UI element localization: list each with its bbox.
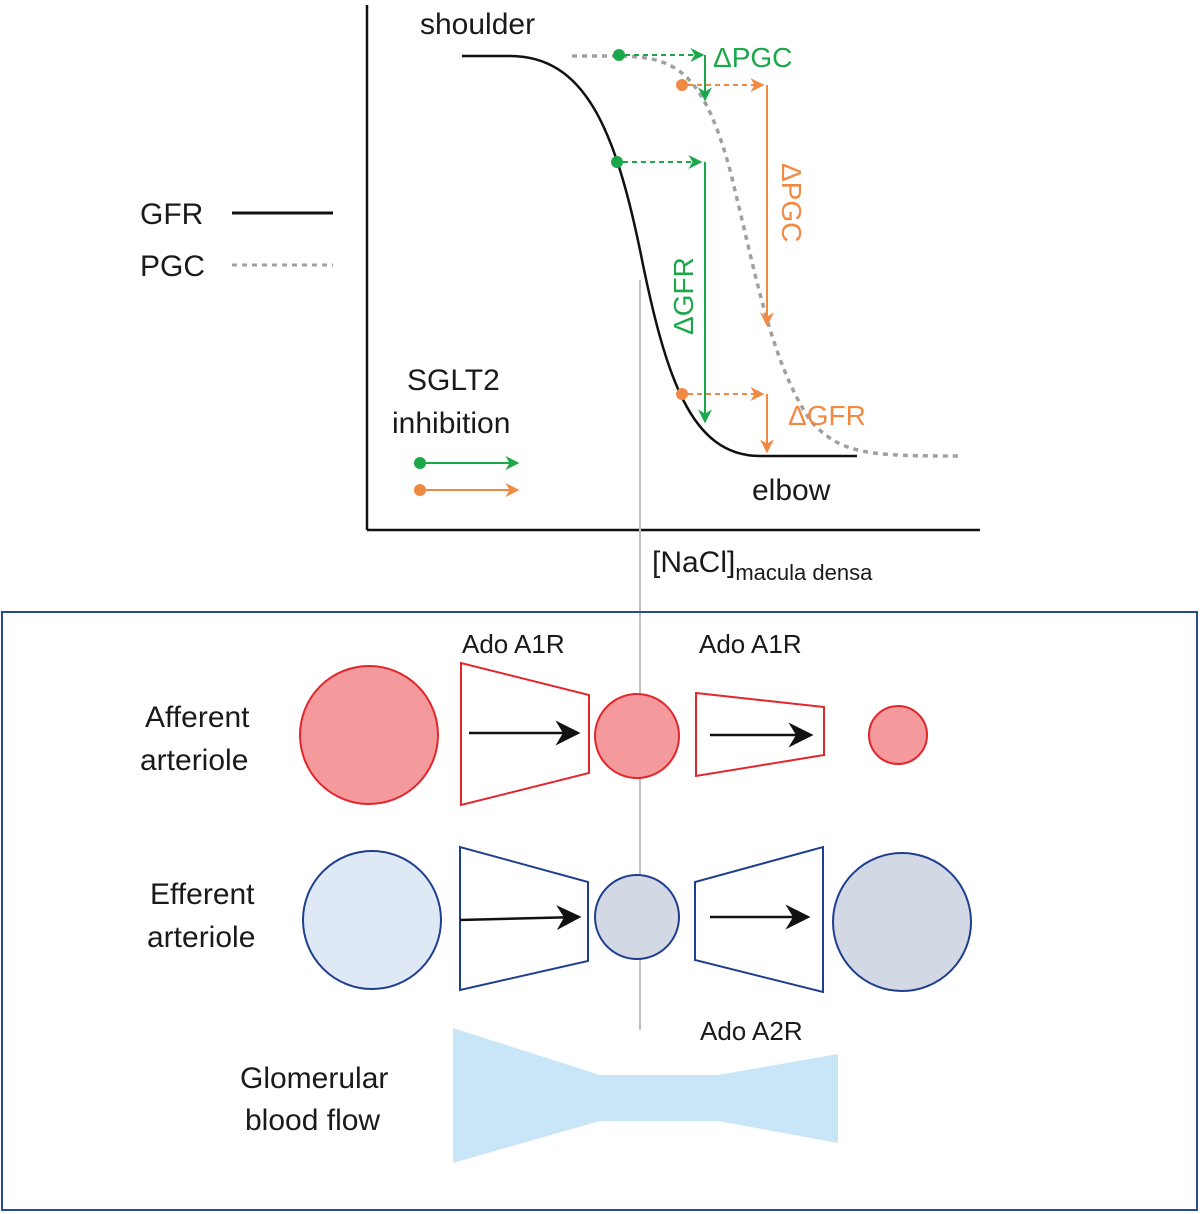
efferent-circle-middle xyxy=(594,874,680,960)
orange-delta-gfr-label: ΔGFR xyxy=(788,400,866,431)
sglt2-label-line1: SGLT2 xyxy=(407,364,500,397)
flow-label-line1: Glomerular xyxy=(240,1062,388,1095)
afferent-circle-medium xyxy=(594,693,680,779)
efferent-circle-right xyxy=(832,852,972,992)
green-point-middle xyxy=(611,156,623,168)
efferent-circle-left xyxy=(302,850,442,990)
ado-a1r-right-label: Ado A1R xyxy=(699,629,802,659)
x-axis-label-sub: macula densa xyxy=(735,560,873,585)
flow-label-line2: blood flow xyxy=(245,1104,380,1137)
afferent-label-line2: arteriole xyxy=(140,744,248,777)
glomerular-flow-shape xyxy=(453,1028,838,1163)
legend-gfr-label: GFR xyxy=(140,198,203,231)
sglt2-label-line2: inhibition xyxy=(392,407,510,440)
efferent-arrow-left xyxy=(459,905,582,931)
green-point-upper xyxy=(613,49,625,61)
orange-point-lower xyxy=(676,388,688,400)
elbow-label: elbow xyxy=(752,474,831,507)
legend-pgc-label: PGC xyxy=(140,250,205,283)
green-delta-gfr-label: ΔGFR xyxy=(668,257,699,335)
shoulder-label: shoulder xyxy=(420,8,535,41)
efferent-label-line2: arteriole xyxy=(147,921,255,954)
x-axis-label: [NaCl]macula densa xyxy=(652,546,873,585)
afferent-label-line1: Afferent xyxy=(145,701,250,734)
tgf-plot: GFR PGC shoulder elbow [NaCl]macula dens… xyxy=(140,5,980,1030)
ado-a1r-left-label: Ado A1R xyxy=(462,629,565,659)
efferent-label-line1: Efferent xyxy=(150,878,255,911)
afferent-circle-small xyxy=(868,705,928,765)
orange-delta-pgc-label: ΔPGC xyxy=(776,163,807,242)
vessel-panel: Ado A1R Ado A1R Ado A2R Afferent arterio… xyxy=(1,611,1198,1211)
gfr-curve xyxy=(462,54,857,458)
afferent-circle-large xyxy=(299,665,439,805)
sglt2-green-dot xyxy=(414,457,426,469)
efferent-dilation-right xyxy=(694,845,824,994)
ado-a2r-label: Ado A2R xyxy=(700,1016,803,1046)
x-axis-label-main: [NaCl] xyxy=(652,546,735,579)
orange-point-upper xyxy=(676,79,688,91)
vessel-panel-frame xyxy=(1,611,1198,1211)
sglt2-orange-dot xyxy=(414,484,426,496)
green-delta-pgc-label: ΔPGC xyxy=(713,42,792,73)
pgc-curve xyxy=(572,54,963,458)
